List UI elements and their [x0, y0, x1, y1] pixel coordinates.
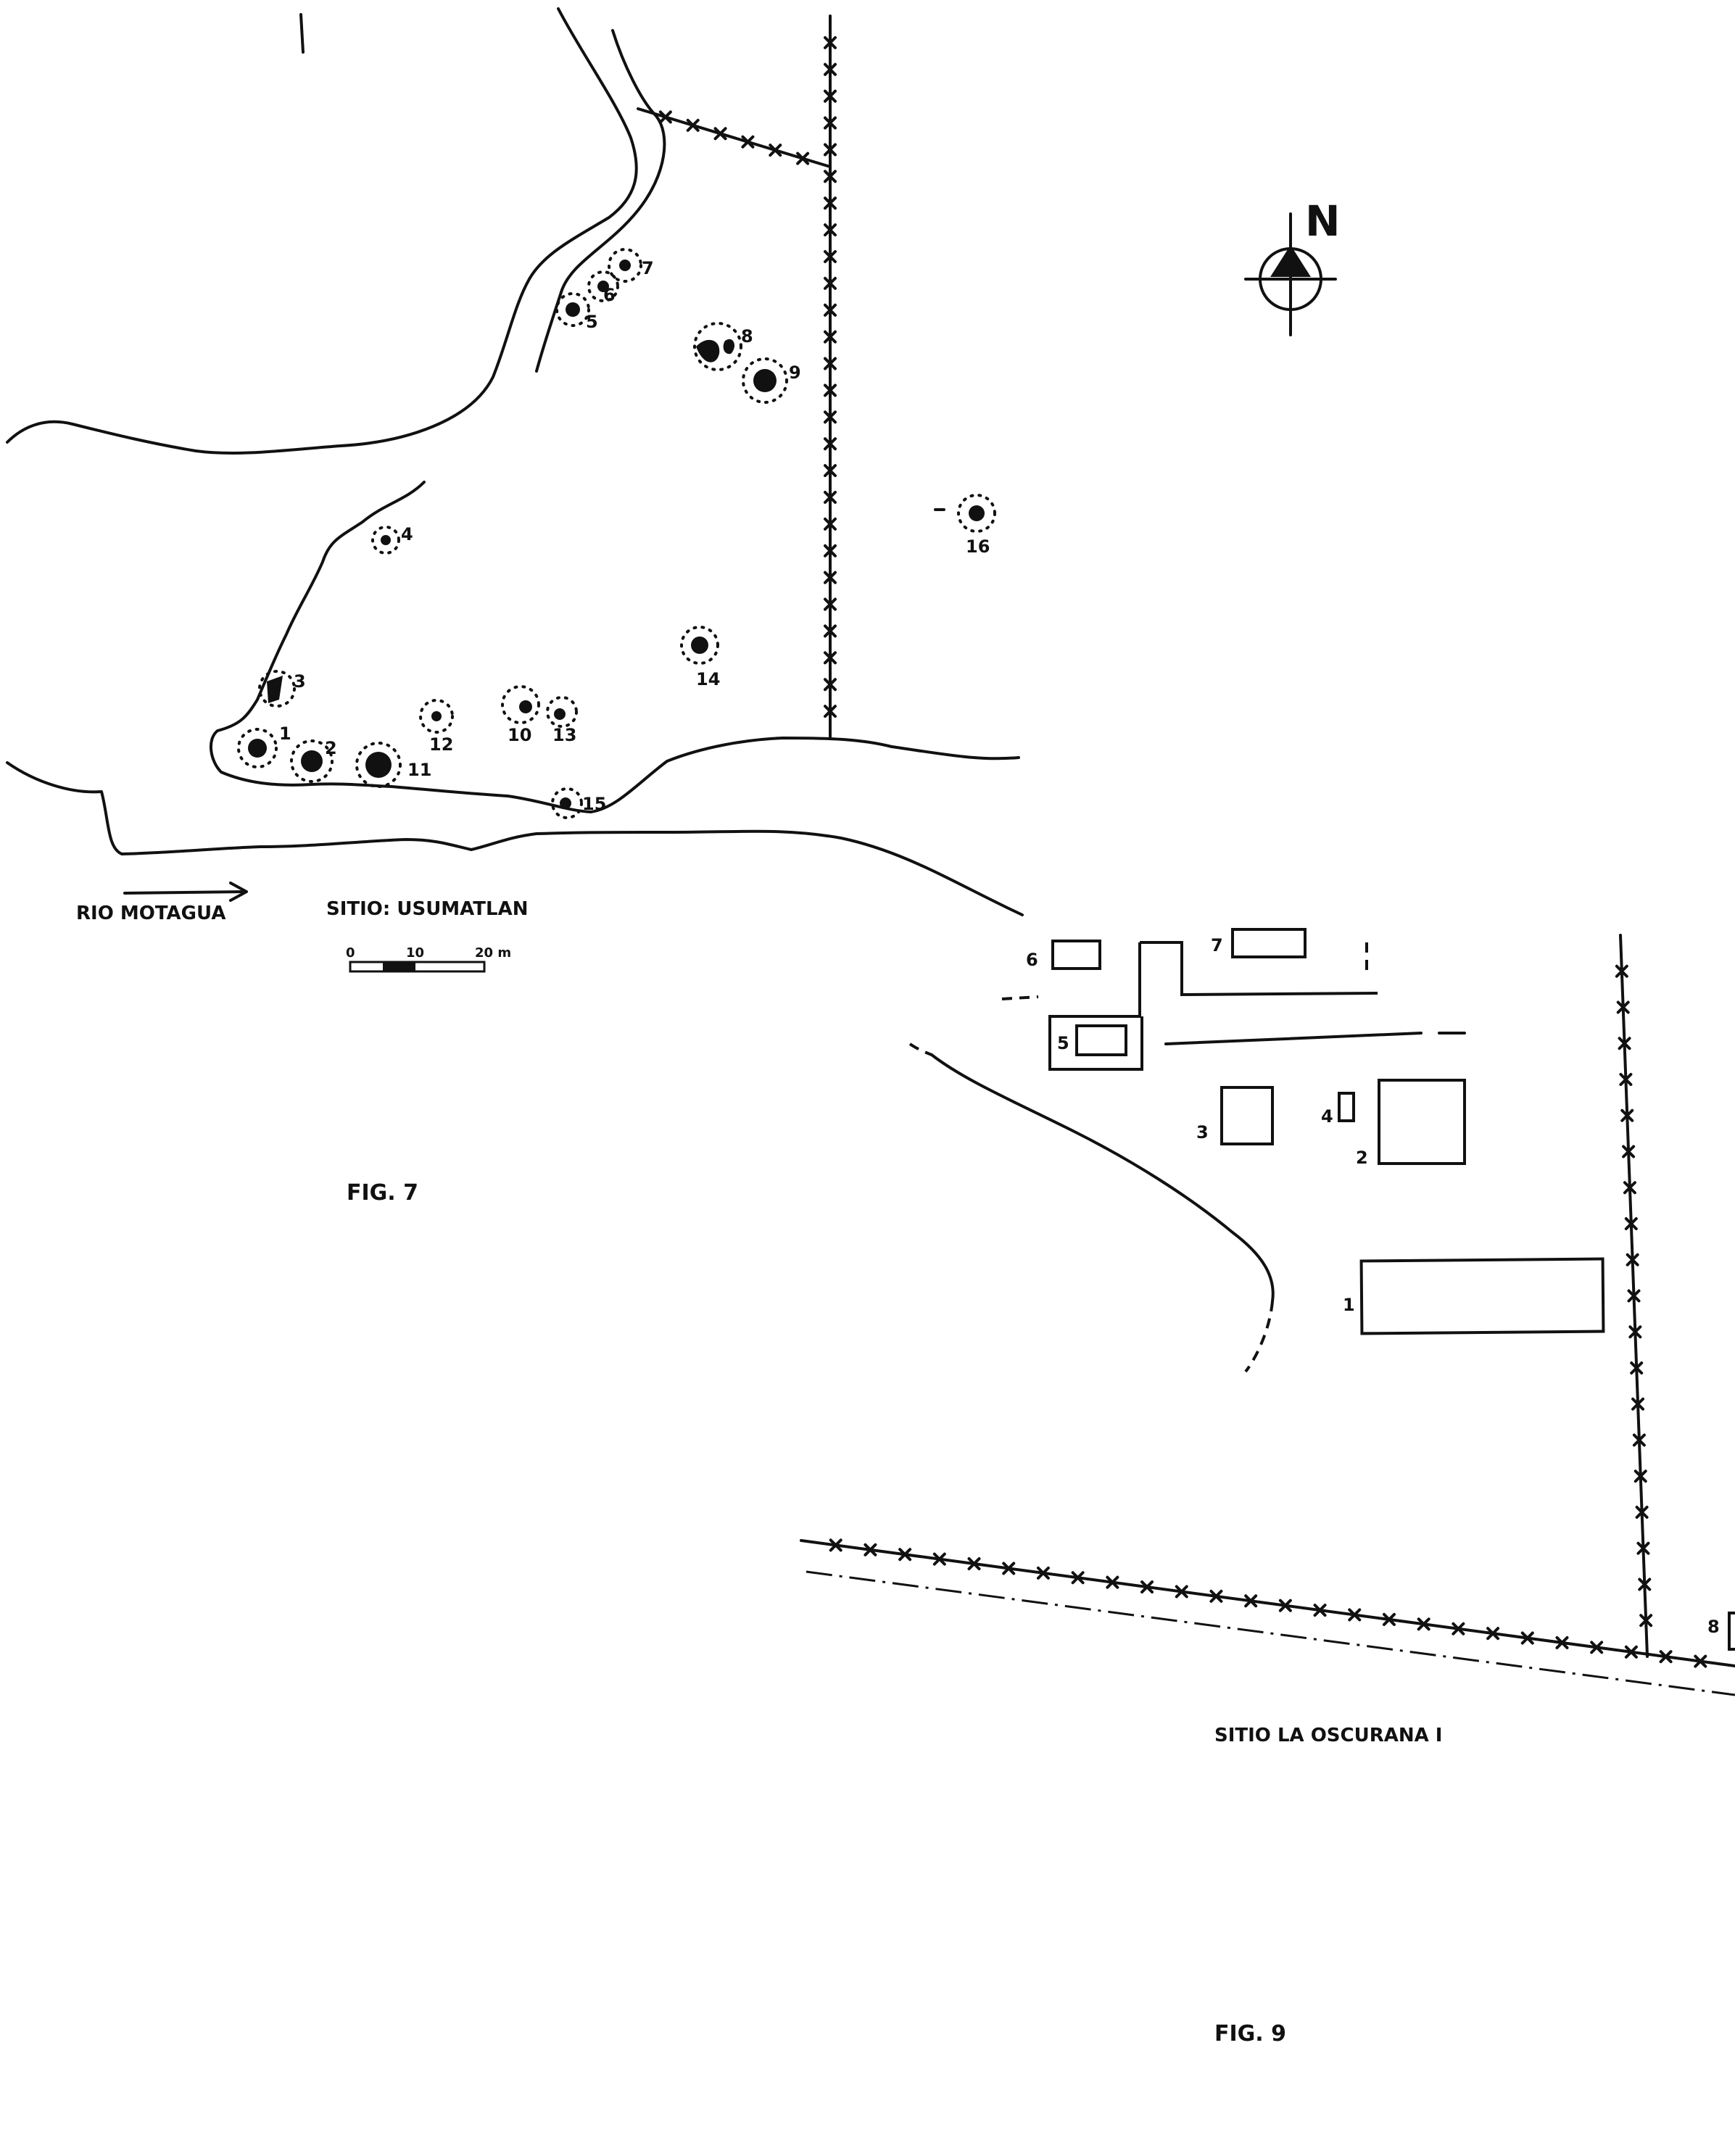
- mound-label-9: 9: [789, 362, 801, 383]
- fig9-map: 1 2 3 4 5 6 7 8 SITIO LA OSCURANA I FIG.…: [800, 928, 1735, 2047]
- structure-label-1: 1: [1343, 1295, 1355, 1315]
- structure-labels: 1 2 3 4 5 6 7 8: [1026, 935, 1720, 1637]
- mound-labels: 1 2 3 4 5 6 7 8 9 10 11 12 13 14 15 16: [279, 258, 990, 814]
- fence-barbs-fig9: [829, 964, 1707, 1668]
- structure-label-8: 8: [1707, 1617, 1720, 1637]
- site-label-oscurana: SITIO LA OSCURANA I: [1214, 1725, 1442, 1746]
- mound-features: [237, 248, 996, 819]
- fig7-map: 1 2 3 4 5 6 7 8 9 10 11 12 13 14 15 16 R…: [6, 7, 1024, 1206]
- mound-label-7: 7: [642, 258, 654, 278]
- scale-tick-0: 0: [346, 945, 355, 961]
- mound-label-12: 12: [429, 734, 453, 755]
- mound-label-3: 3: [294, 671, 306, 692]
- mound-label-11: 11: [407, 760, 431, 780]
- mound-label-5: 5: [586, 312, 598, 332]
- structure-7: [1231, 928, 1307, 958]
- mound-label-8: 8: [741, 326, 753, 347]
- north-arrow-icon: N: [1244, 196, 1341, 336]
- structure-6: [1051, 940, 1101, 970]
- survey-mark: [299, 13, 305, 54]
- structure-label-2: 2: [1356, 1148, 1368, 1168]
- mound-label-14: 14: [696, 669, 720, 689]
- mound-15: [560, 797, 571, 809]
- river-arrow: [123, 882, 248, 902]
- structure-2: [1378, 1079, 1466, 1165]
- road-line: [806, 1570, 1735, 1696]
- mound-label-1: 1: [279, 723, 291, 744]
- mound-4: [381, 535, 391, 545]
- stream-bank-east: [535, 29, 666, 373]
- structure-label-6: 6: [1026, 950, 1038, 970]
- stream-bank-west: [6, 7, 638, 455]
- mound-label-6: 6: [603, 285, 616, 305]
- mound-10: [519, 700, 532, 713]
- river-bank-north: [209, 481, 1020, 813]
- structure-8: [1728, 1612, 1735, 1651]
- mound-2: [301, 750, 323, 772]
- mound-13: [554, 708, 566, 720]
- mound-label-4: 4: [401, 524, 413, 544]
- river-label: RIO MOTAGUA: [76, 903, 225, 924]
- structure-1: [1359, 1257, 1605, 1335]
- wall-line: [1164, 1032, 1466, 1045]
- fig7-label: FIG. 7: [347, 1180, 418, 1206]
- enclosure-wall: [1048, 941, 1378, 1071]
- river-bank-west-upper: [6, 761, 1024, 916]
- fig9-label: FIG. 9: [1214, 2021, 1286, 2047]
- mound-16: [969, 505, 985, 521]
- mound-8: [696, 339, 735, 362]
- mound-12: [431, 711, 442, 721]
- north-label: N: [1305, 196, 1341, 246]
- mound-7: [619, 260, 631, 271]
- scale-tick-20: 20 m: [475, 945, 511, 961]
- mound-9: [753, 369, 777, 392]
- river-bank-fig9: [930, 1053, 1275, 1303]
- site-label-usumatlan: SITIO: USUMATLAN: [326, 898, 528, 920]
- mound-6: [597, 281, 609, 292]
- mound-5: [566, 302, 580, 317]
- mound-label-16: 16: [966, 536, 990, 557]
- fence-barbs: [658, 36, 837, 718]
- structure-3: [1220, 1086, 1274, 1145]
- mound-11: [365, 752, 392, 778]
- fence-line-road-fig9: [800, 1539, 1735, 1667]
- mound-label-13: 13: [552, 725, 576, 745]
- structure-5: [1075, 1024, 1127, 1056]
- fence-line-diagonal: [637, 107, 832, 168]
- mound-label-15: 15: [582, 794, 606, 814]
- structure-label-4: 4: [1321, 1106, 1333, 1127]
- mound-3: [267, 676, 283, 703]
- mound-1: [248, 739, 267, 758]
- structure-label-3: 3: [1196, 1122, 1209, 1143]
- structure-label-7: 7: [1211, 935, 1223, 955]
- mound-label-10: 10: [508, 725, 531, 745]
- scale-bar: 0 10 20 m: [346, 945, 511, 973]
- structure-label-5: 5: [1057, 1033, 1069, 1053]
- mound-label-2: 2: [325, 738, 337, 758]
- scale-tick-10: 10: [406, 945, 424, 961]
- mound-14: [691, 637, 708, 654]
- structure-4: [1338, 1092, 1355, 1122]
